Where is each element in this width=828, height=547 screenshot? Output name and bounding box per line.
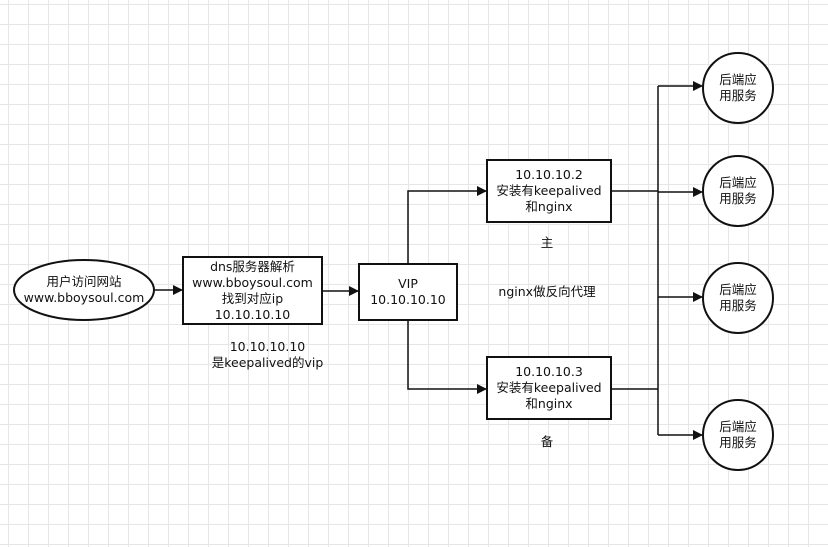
backup-label-line2: 安装有keepalived xyxy=(496,380,602,395)
backend-label-4: 后端应 用服务 xyxy=(703,400,773,470)
master-box xyxy=(486,159,612,223)
user-label-line2: www.bboysoul.com xyxy=(23,290,145,305)
backend-label-3: 后端应 用服务 xyxy=(703,263,773,333)
dns-note-line1: 10.10.10.10 xyxy=(229,339,306,354)
backend-circle-4 xyxy=(702,399,774,471)
vip-label: VIP 10.10.10.10 xyxy=(359,264,457,320)
backend-label-2-line1: 后端应 xyxy=(719,175,757,190)
backup-label-line1: 10.10.10.3 xyxy=(515,364,583,379)
backend-circle-1 xyxy=(702,52,774,124)
dns-box xyxy=(182,256,323,325)
dns-note: 10.10.10.10 是keepalived的vip xyxy=(200,339,335,371)
master-label: 10.10.10.2 安装有keepalived 和nginx xyxy=(487,160,611,222)
dns-note-line2: 是keepalived的vip xyxy=(211,355,324,370)
backup-box xyxy=(486,356,612,420)
arrow-vip-to-backup xyxy=(407,320,487,394)
proxy-note: nginx做反向代理 xyxy=(498,284,596,299)
backend-circle-3 xyxy=(702,262,774,334)
backend-label-1-line1: 后端应 xyxy=(719,72,757,87)
master-role-label: 主 xyxy=(540,235,554,250)
arrow-vip-to-master xyxy=(407,186,487,264)
backup-label-line3: 和nginx xyxy=(525,396,573,411)
vip-label-line1: VIP xyxy=(398,276,418,291)
backup-label: 10.10.10.3 安装有keepalived 和nginx xyxy=(487,357,611,419)
backend-label-3-line2: 用服务 xyxy=(719,298,757,313)
master-label-line3: 和nginx xyxy=(525,199,573,214)
backend-label-1-line2: 用服务 xyxy=(719,88,757,103)
user-label: 用户访问网站 www.bboysoul.com xyxy=(14,260,154,320)
dns-label: dns服务器解析 www.bboysoul.com 找到对应ip 10.10.1… xyxy=(183,257,322,324)
backend-label-1: 后端应 用服务 xyxy=(703,53,773,123)
backup-role-label: 备 xyxy=(540,434,554,449)
backend-label-4-line2: 用服务 xyxy=(719,435,757,450)
backend-label-2-line2: 用服务 xyxy=(719,191,757,206)
dns-label-line2: www.bboysoul.com xyxy=(192,274,313,290)
user-label-line1: 用户访问网站 xyxy=(46,274,122,289)
dns-label-line3: 找到对应ip xyxy=(221,290,284,306)
master-label-line2: 安装有keepalived xyxy=(496,183,602,198)
vip-label-line2: 10.10.10.10 xyxy=(370,292,446,307)
backend-label-2: 后端应 用服务 xyxy=(703,156,773,226)
dns-label-line4: 10.10.10.10 xyxy=(214,306,291,322)
master-label-line1: 10.10.10.2 xyxy=(515,167,583,182)
dns-label-line1: dns服务器解析 xyxy=(210,258,295,274)
backend-label-3-line1: 后端应 xyxy=(719,282,757,297)
backend-label-4-line1: 后端应 xyxy=(719,419,757,434)
backend-circle-2 xyxy=(702,155,774,227)
